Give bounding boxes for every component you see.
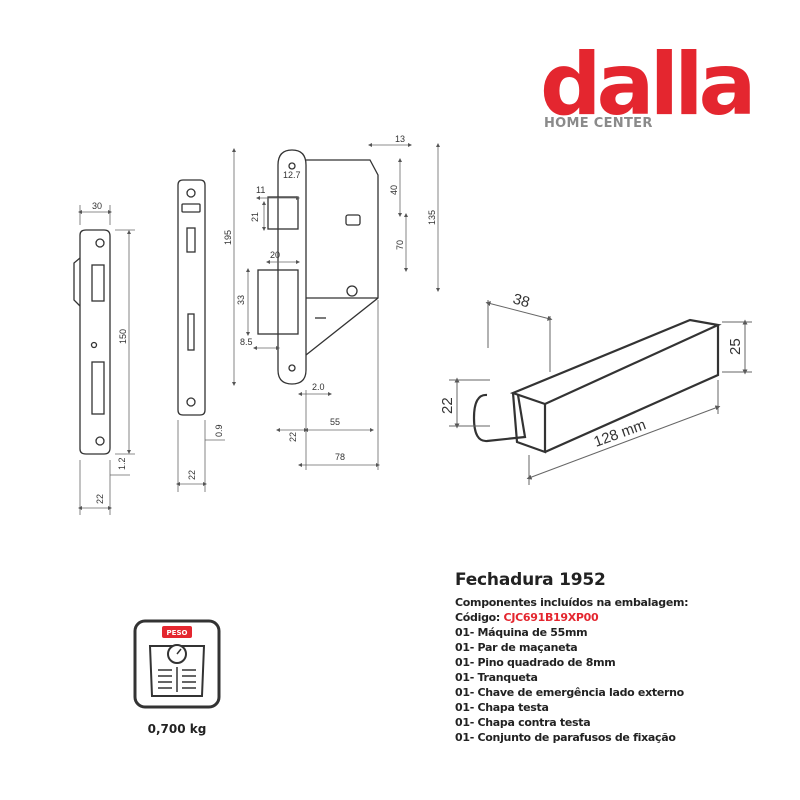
dim-latch-width: 11 [256,185,265,195]
lock-body [257,149,379,385]
weight-badge: PESO [167,629,188,637]
code-label: Código: [455,611,504,624]
dim-backset: 55 [330,417,340,427]
strike-plate-dimensions [78,205,135,515]
product-title: Fechadura 1952 [455,570,606,590]
dim-handle-height: 25 [727,338,744,355]
strike-plate [73,229,111,455]
dim-latch-offset: 12.7 [283,170,301,180]
dim-center-distance: 70 [395,240,405,250]
list-item: 01- Chapa contra testa [455,716,591,729]
component-list: 01- Máquina de 55mm 01- Par de maçaneta … [455,625,795,745]
handle-dimensions [449,300,752,485]
dim-strike-width: 30 [92,201,102,211]
list-item: 01- Chave de emergência lado externo [455,686,684,699]
technical-drawing: 30 150 1.2 22 0.9 22 [73,134,752,515]
scale-icon: PESO [133,619,221,709]
dim-face-thickness: 0.9 [214,424,224,437]
dim-spindle: 2.0 [312,382,325,392]
lock-body-dimensions [232,143,440,470]
components-heading: Componentes incluídos na embalagem: [455,596,689,609]
list-item: 01- Par de maçaneta [455,641,578,654]
dim-latch-height: 40 [389,185,399,195]
dim-face-bottom: 22 [187,470,197,480]
brand-tagline: HOME CENTER [544,116,653,131]
list-item: 01- Conjunto de parafusos de fixação [455,731,676,744]
dim-strike-height: 150 [118,329,128,344]
brand-wordmark: dalla [540,35,757,135]
list-item: 01- Pino quadrado de 8mm [455,656,616,669]
list-item: 01- Chapa testa [455,701,549,714]
dim-bolt-width: 20 [270,250,280,260]
dim-face-width: 22 [288,432,298,442]
dim-overall-height: 135 [427,210,437,225]
dim-bolt-height: 33 [236,295,246,305]
product-code: Código: CJC691B19XP00 [455,610,795,625]
list-item: 01- Máquina de 55mm [455,626,588,639]
dim-depth: 78 [335,452,345,462]
face-plate [177,179,206,416]
dim-strike-thickness: 1.2 [117,457,127,470]
weight-value: 0,700 kg [147,722,207,736]
code-value: CJC691B19XP00 [503,611,599,624]
brand-logo: dalla HOME CENTER [540,42,760,140]
dim-face-height: 195 [223,230,233,245]
dim-handle-length: 38 [511,291,532,312]
list-item: 01- Tranqueta [455,671,538,684]
dim-latch-dim: 21 [250,212,260,222]
dim-strike-bottom: 22 [95,494,105,504]
dim-lock-top: 13 [395,134,405,144]
dim-handle-total: 128 mm [592,416,649,451]
dim-bolt-offset: 8.5 [240,337,253,347]
product-info: Fechadura 1952 Componentes incluídos na … [455,570,795,745]
face-plate-dimensions [176,420,225,492]
dim-handle-rose: 22 [439,397,456,414]
